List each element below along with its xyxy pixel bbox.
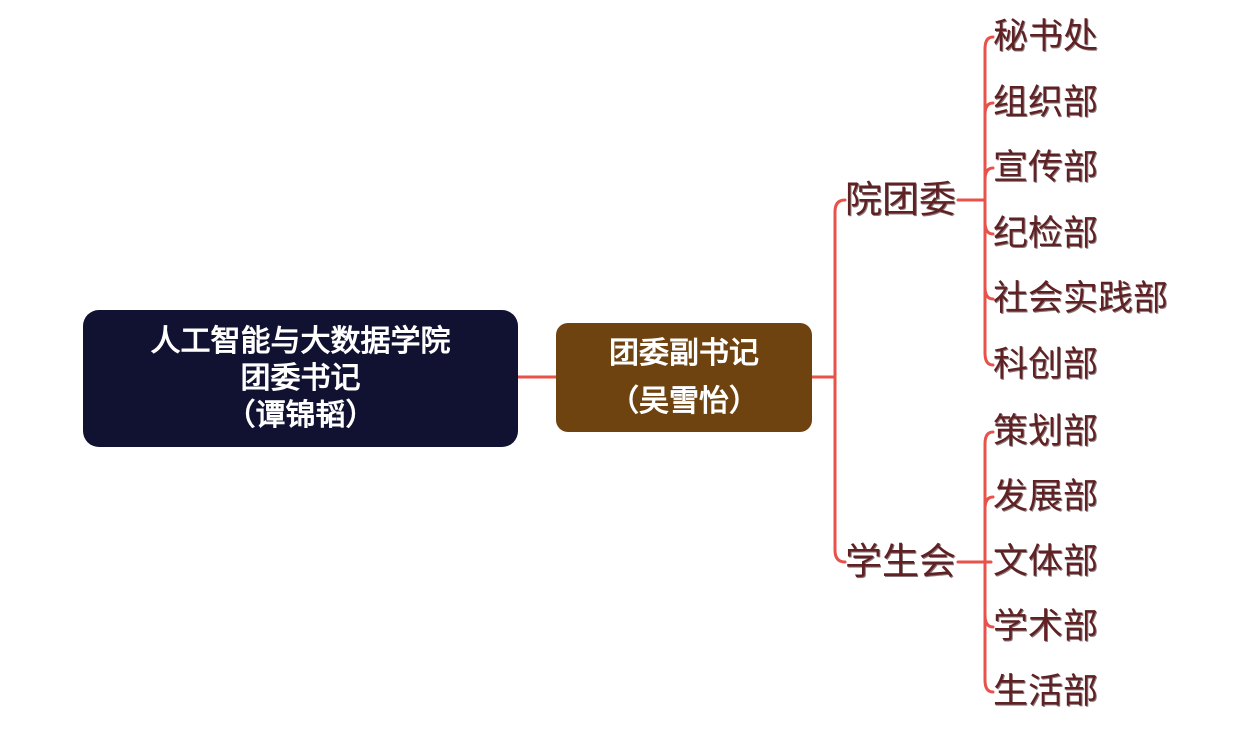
hook-branch1-child2: [983, 166, 995, 182]
leaf-branch1-child4[interactable]: 社会实践部: [993, 279, 1169, 318]
leaf-branch1-child1[interactable]: 组织部: [993, 83, 1099, 122]
root-node-line: （谭锦韬）: [225, 399, 376, 432]
leaf-branch2-child4[interactable]: 生活部: [993, 672, 1099, 711]
vice-node-line: 团委副书记: [609, 336, 759, 370]
hook-branch1-child1: [983, 101, 995, 117]
hook-branch2-child1: [983, 495, 995, 511]
vice-secretary-node[interactable]: 团委副书记 （吴雪怡）: [556, 323, 812, 432]
root-node-line: 团委书记: [240, 362, 361, 395]
branch-label-student-union[interactable]: 学生会: [845, 541, 956, 582]
vice-node-line: （吴雪怡）: [609, 384, 759, 418]
leaf-branch2-child3[interactable]: 学术部: [993, 607, 1099, 646]
leaf-branch2-child0[interactable]: 策划部: [993, 412, 1099, 451]
leaf-branch2-child1[interactable]: 发展部: [993, 477, 1099, 516]
branch-label-youth-league[interactable]: 院团委: [845, 179, 956, 220]
leaf-branch1-child3[interactable]: 纪检部: [993, 214, 1099, 253]
trunk-level1: [833, 198, 847, 564]
leaf-branch1-child0[interactable]: 秘书处: [993, 17, 1099, 56]
leaf-branch2-child2[interactable]: 文体部: [993, 542, 1099, 581]
leaf-branch1-child5[interactable]: 科创部: [993, 345, 1099, 384]
root-node[interactable]: 人工智能与大数据学院 团委书记 （谭锦韬）: [83, 310, 518, 447]
hook-branch2-child3: [983, 613, 995, 629]
root-node-line: 人工智能与大数据学院: [150, 325, 451, 358]
leaf-branch1-child2[interactable]: 宣传部: [993, 148, 1099, 187]
trunk-branch1: [983, 35, 995, 367]
hook-branch1-child3: [983, 220, 995, 236]
hook-branch1-child4: [983, 285, 995, 301]
trunk-branch2: [983, 430, 995, 694]
